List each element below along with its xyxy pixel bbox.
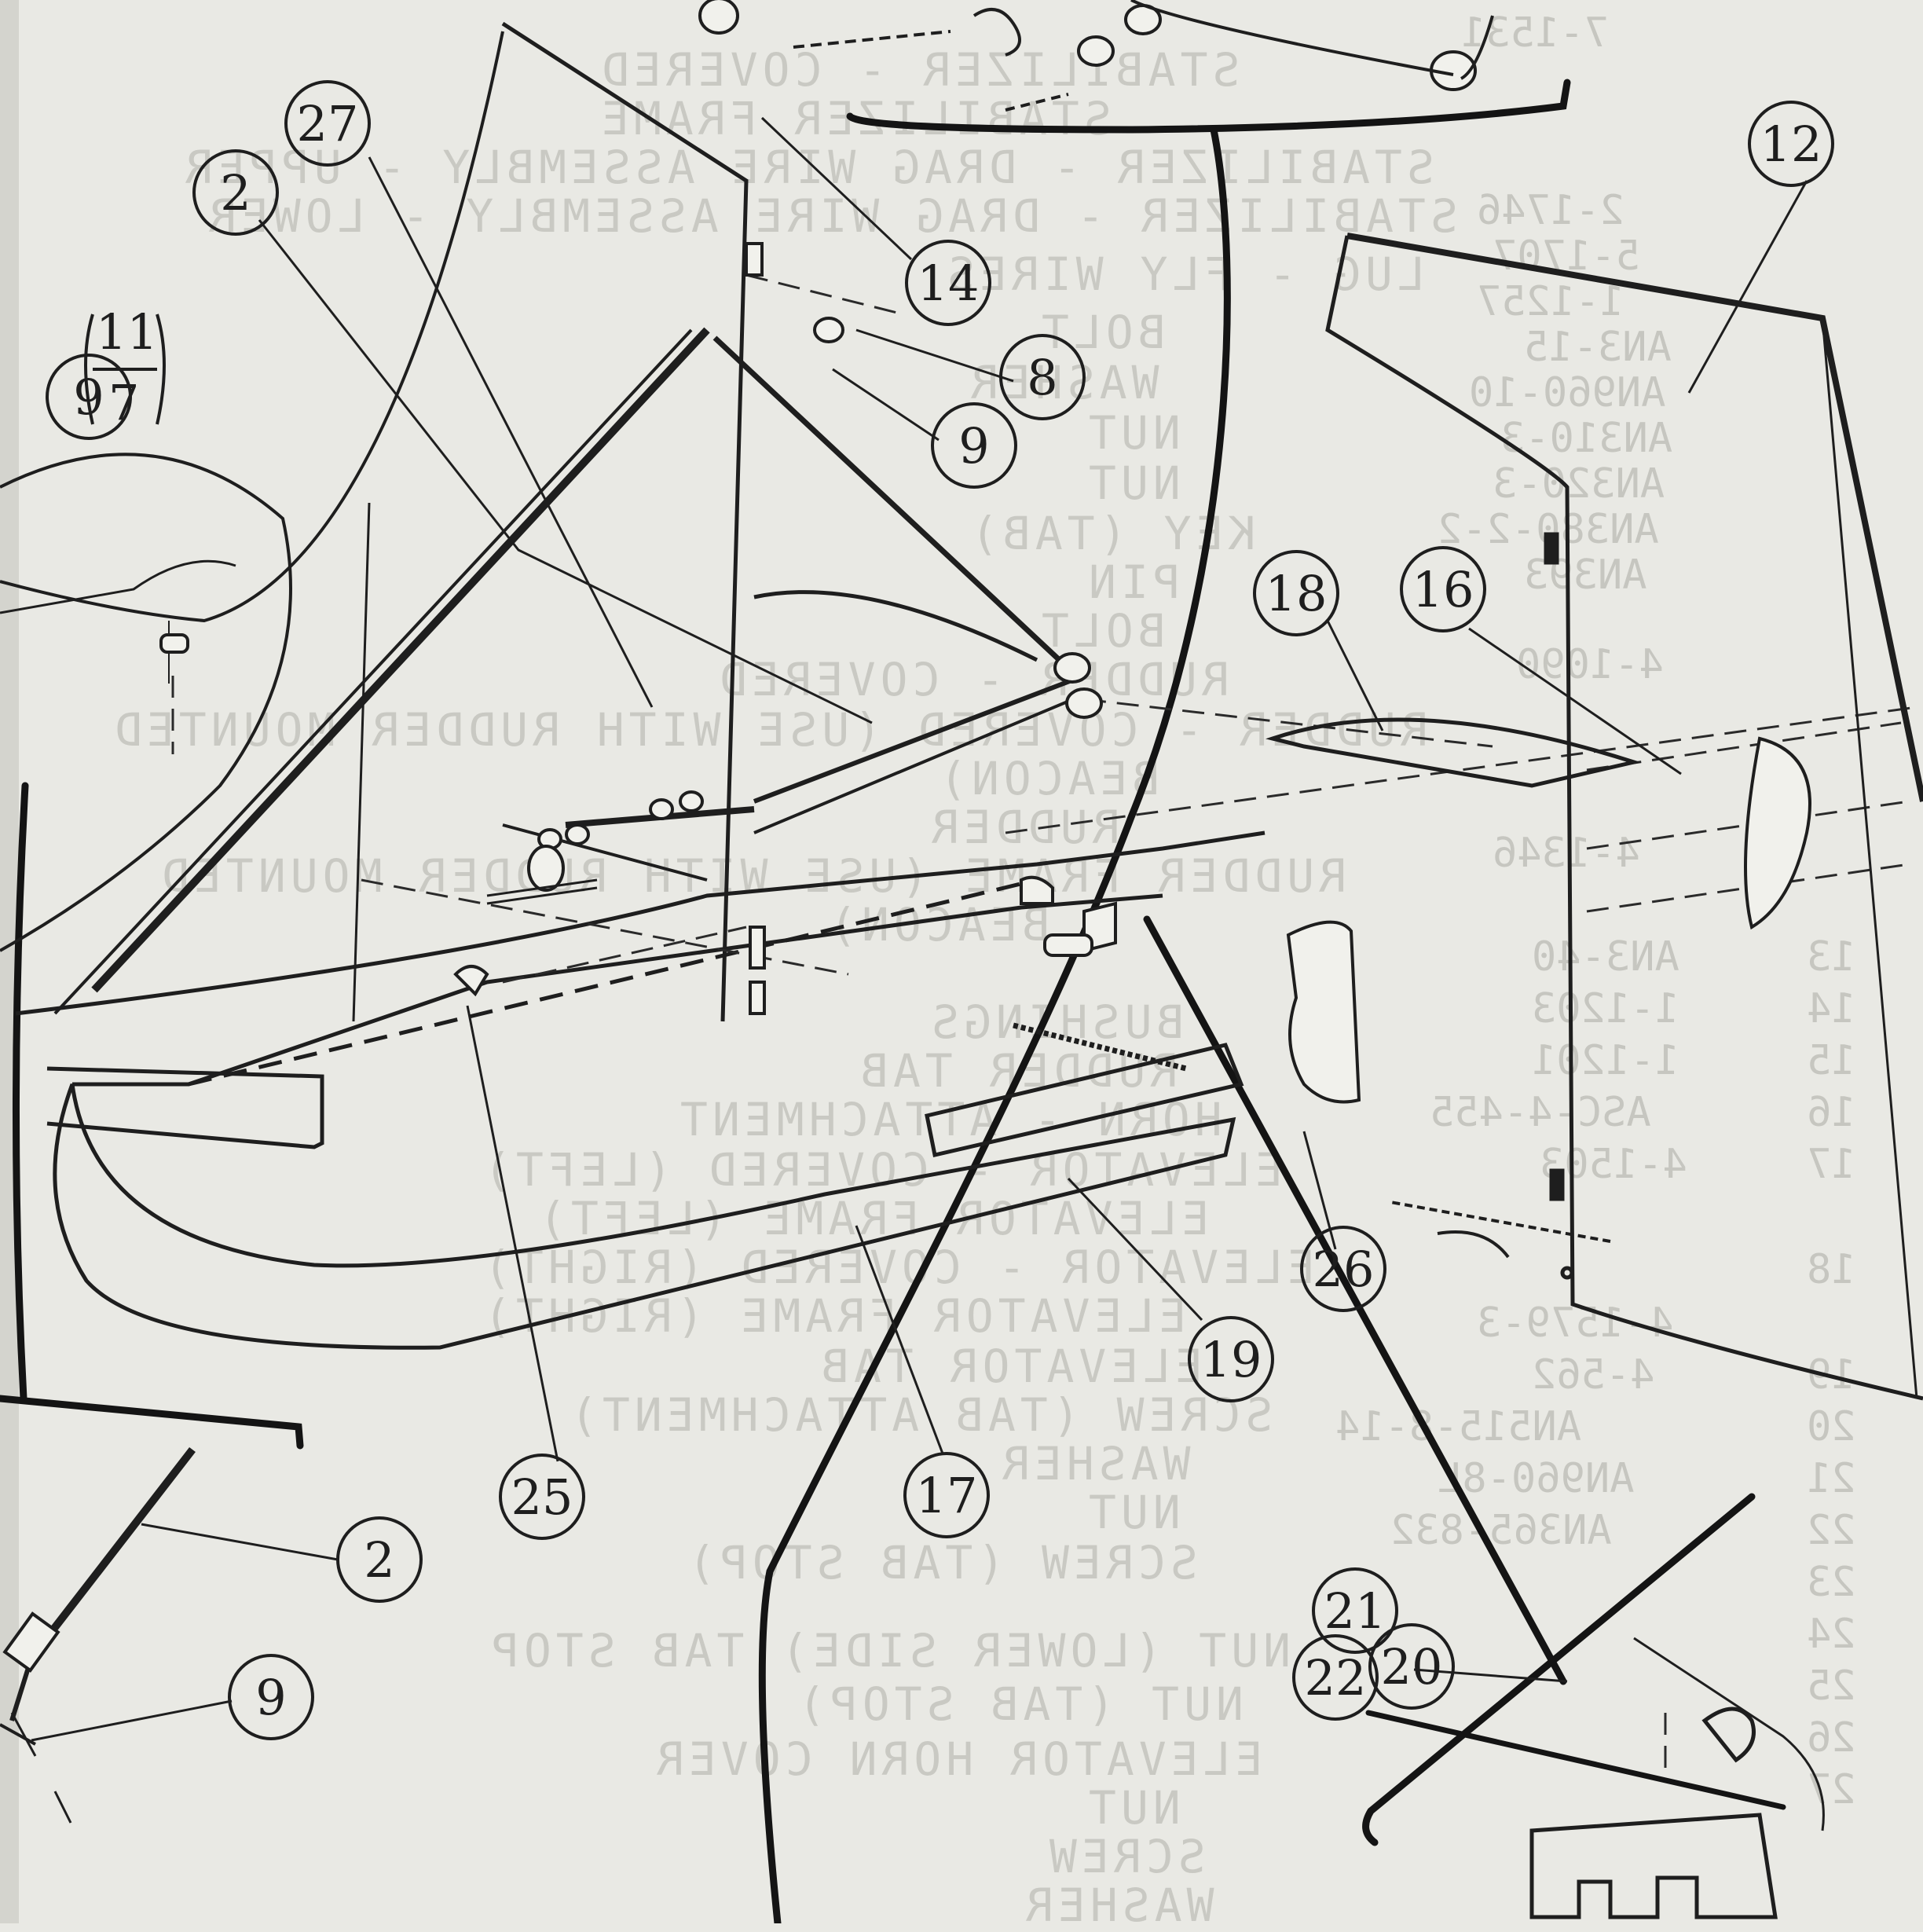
callout-9: 9 [931, 402, 1017, 489]
callout-16: 16 [1400, 546, 1486, 632]
callout-20: 20 [1368, 1623, 1455, 1710]
callout-18: 18 [1253, 550, 1339, 636]
callout-2: 2 [192, 149, 279, 236]
callout-25: 25 [499, 1454, 585, 1540]
elevator-horn-cover [1529, 1637, 1825, 1919]
callout-14: 14 [905, 240, 991, 326]
callout-27: 27 [284, 80, 371, 167]
callout-17: 17 [903, 1452, 990, 1538]
hardware-parts [159, 0, 1811, 1104]
stabilizer-outline [15, 830, 1266, 1350]
callout-8: 8 [999, 334, 1086, 420]
callout-22: 22 [1292, 1634, 1379, 1721]
callout-26: 26 [1300, 1226, 1386, 1312]
callout-2: 2 [336, 1516, 423, 1603]
drag-wire-rod [0, 1446, 196, 1824]
callout-9: 9 [228, 1654, 314, 1740]
upper-fittings [486, 0, 1611, 1259]
rudder-panel [1266, 233, 1923, 1401]
callout-19: 19 [1188, 1316, 1274, 1402]
callout-fraction-bottom: 7 [108, 374, 140, 431]
section-frame-lines [0, 79, 1786, 1923]
callout-12: 12 [1748, 101, 1834, 187]
callout-fraction-top: 11 [96, 303, 158, 361]
